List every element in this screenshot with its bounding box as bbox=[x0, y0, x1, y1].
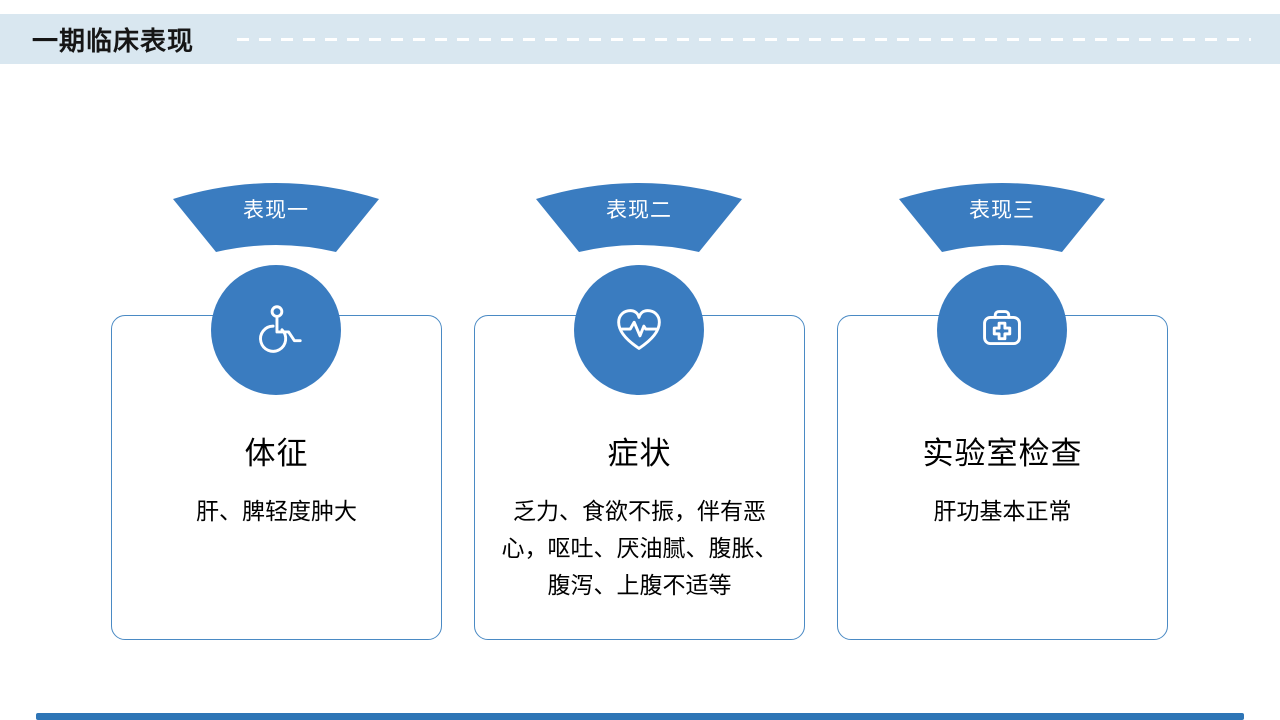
footer-accent-bar bbox=[36, 713, 1244, 720]
card-heading: 症状 bbox=[607, 436, 672, 471]
icon-circle-3 bbox=[937, 265, 1067, 395]
first-aid-kit-icon bbox=[983, 310, 1021, 346]
card-heading: 实验室检查 bbox=[922, 436, 1083, 471]
card-heading: 体征 bbox=[244, 436, 309, 471]
fan-tab-2: 表现二 bbox=[536, 183, 742, 253]
fan-tab-label: 表现二 bbox=[606, 199, 672, 222]
fan-tab-label: 表现一 bbox=[243, 199, 309, 222]
column-signs: 体征 肝、脾轻度肿大 表现一 bbox=[111, 183, 442, 648]
icon-circle-2 bbox=[574, 265, 704, 395]
card-body-text: 肝功基本正常 bbox=[933, 498, 1072, 524]
fan-tab-3: 表现三 bbox=[899, 183, 1105, 253]
wheelchair-icon bbox=[259, 305, 302, 353]
column-lab-tests: 实验室检查 肝功基本正常 表现三 bbox=[837, 183, 1168, 648]
card-body-text: 乏力、食欲不振，伴有恶 心，呕吐、厌油腻、腹胀、 腹泻、上腹不适等 bbox=[501, 498, 778, 598]
fan-shape bbox=[899, 183, 1105, 252]
fan-tab-label: 表现三 bbox=[969, 199, 1035, 222]
dashed-divider bbox=[237, 38, 1251, 41]
card-body-text: 肝、脾轻度肿大 bbox=[196, 498, 357, 524]
fan-shape bbox=[173, 183, 379, 252]
fan-shape bbox=[536, 183, 742, 252]
icon-circle-1 bbox=[211, 265, 341, 395]
slide-title-bar: 一期临床表现 bbox=[0, 14, 1280, 64]
page-title: 一期临床表现 bbox=[32, 25, 195, 56]
column-symptoms: 症状 乏力、食欲不振，伴有恶 心，呕吐、厌油腻、腹胀、 腹泻、上腹不适等 表现二 bbox=[474, 183, 805, 648]
fan-tab-1: 表现一 bbox=[173, 183, 379, 253]
heart-pulse-icon bbox=[617, 309, 661, 350]
